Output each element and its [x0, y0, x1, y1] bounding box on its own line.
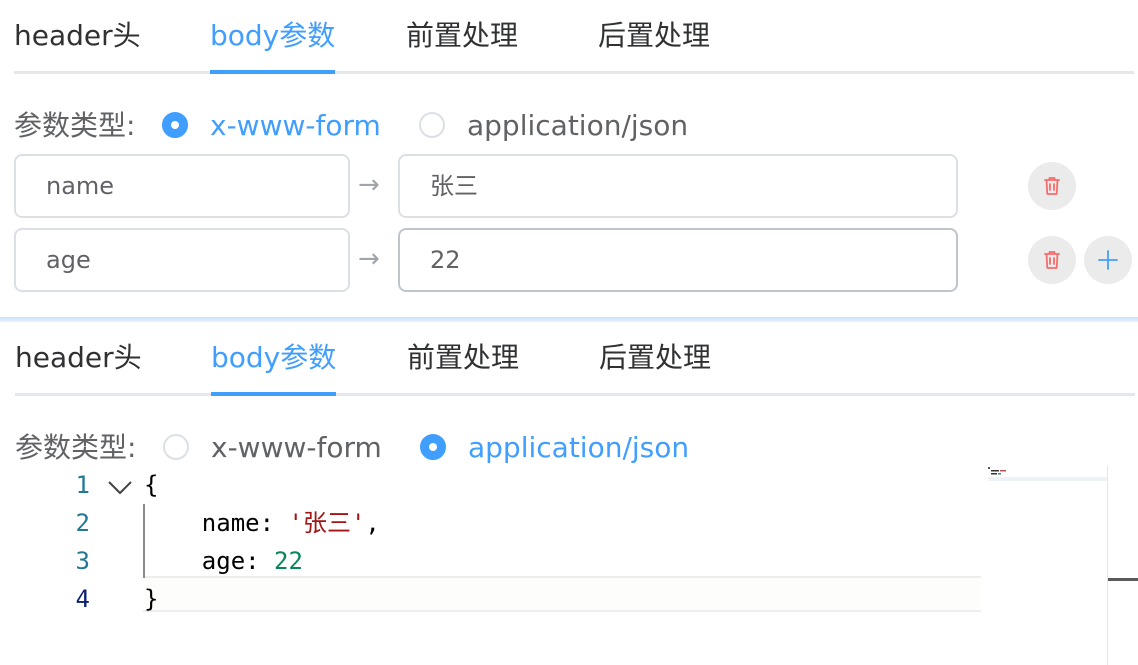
json-key: name:	[144, 509, 289, 537]
arrow-icon: →	[358, 244, 380, 274]
arrow-icon: →	[358, 170, 380, 200]
tab-pre-process[interactable]: 前置处理	[406, 19, 519, 52]
current-line-highlight	[143, 576, 981, 612]
json-key: age:	[144, 547, 275, 575]
tab-post-process[interactable]: 后置处理	[598, 19, 711, 52]
code-line: 1 {	[0, 466, 980, 504]
tab-header[interactable]: header头	[14, 19, 141, 52]
code-text: name: '张三',	[144, 504, 380, 542]
code-text: }	[144, 585, 159, 613]
radio-label: x-www-form	[211, 431, 382, 464]
json-params-panel: header头 body参数 前置处理 后置处理 参数类型: x-www-for…	[0, 322, 1138, 665]
tab-bar: header头 body参数 前置处理 后置处理	[15, 322, 1135, 396]
plus-icon	[1098, 250, 1118, 270]
radio-label: application/json	[467, 109, 689, 142]
delete-row-button[interactable]	[1028, 236, 1076, 284]
param-value-input[interactable]: 张三	[398, 154, 958, 218]
tab-pre-process[interactable]: 前置处理	[407, 341, 520, 374]
tab-bar: header头 body参数 前置处理 后置处理	[14, 0, 1134, 74]
code-text: age: 22	[144, 542, 303, 580]
json-code-editor[interactable]: 1 { 2 name: '张三', 3 age: 22 4 }	[0, 462, 981, 662]
tab-header[interactable]: header头	[15, 341, 142, 374]
radio-dot[interactable]	[163, 434, 189, 460]
radio-label: x-www-form	[210, 109, 381, 142]
tab-body-params[interactable]: body参数	[211, 322, 337, 396]
line-number: 3	[75, 547, 90, 575]
editor-minimap[interactable]	[988, 464, 1108, 504]
fold-toggle[interactable]	[106, 472, 134, 510]
minimap-preview	[988, 467, 1108, 481]
scrollbar-slider[interactable]	[1108, 578, 1138, 581]
code-text: {	[144, 471, 159, 499]
line-number: 4	[75, 585, 90, 613]
indent-guide	[143, 504, 145, 578]
tab-rail	[14, 71, 1134, 74]
panel-divider	[0, 317, 1138, 325]
trash-icon	[1044, 177, 1060, 195]
param-value-input[interactable]: 22	[398, 228, 958, 292]
param-key-input[interactable]: name	[14, 154, 350, 218]
trash-icon	[1044, 251, 1060, 269]
param-type-row: 参数类型: x-www-form application/json	[15, 426, 815, 470]
line-number: 2	[75, 509, 90, 537]
add-row-button[interactable]	[1084, 236, 1132, 284]
param-row: age → 22	[14, 228, 1134, 292]
delete-row-button[interactable]	[1028, 162, 1076, 210]
radio-label: application/json	[468, 431, 690, 464]
json-comma: ,	[365, 509, 380, 537]
radio-dot[interactable]	[419, 112, 445, 138]
param-row: name → 张三	[14, 154, 1134, 218]
line-number: 1	[75, 471, 90, 499]
tab-rail	[15, 393, 1135, 396]
json-number-value: 22	[274, 547, 303, 575]
radio-dot[interactable]	[162, 112, 188, 138]
radio-dot[interactable]	[420, 434, 446, 460]
param-key-input[interactable]: age	[14, 228, 350, 292]
chevron-down-icon	[108, 481, 132, 494]
code-line: 3 age: 22	[0, 542, 980, 580]
code-line: 4 }	[0, 580, 980, 618]
tab-body-params[interactable]: body参数	[210, 0, 336, 74]
json-string-value: '张三'	[288, 509, 366, 537]
param-type-label: 参数类型:	[14, 109, 136, 142]
vertical-scrollbar[interactable]	[1107, 466, 1138, 665]
param-type-label: 参数类型:	[15, 431, 137, 464]
param-type-row: 参数类型: x-www-form application/json	[14, 104, 814, 148]
code-line: 2 name: '张三',	[0, 504, 980, 542]
form-params-panel: header头 body参数 前置处理 后置处理 参数类型: x-www-for…	[0, 0, 1138, 320]
tab-post-process[interactable]: 后置处理	[599, 341, 712, 374]
